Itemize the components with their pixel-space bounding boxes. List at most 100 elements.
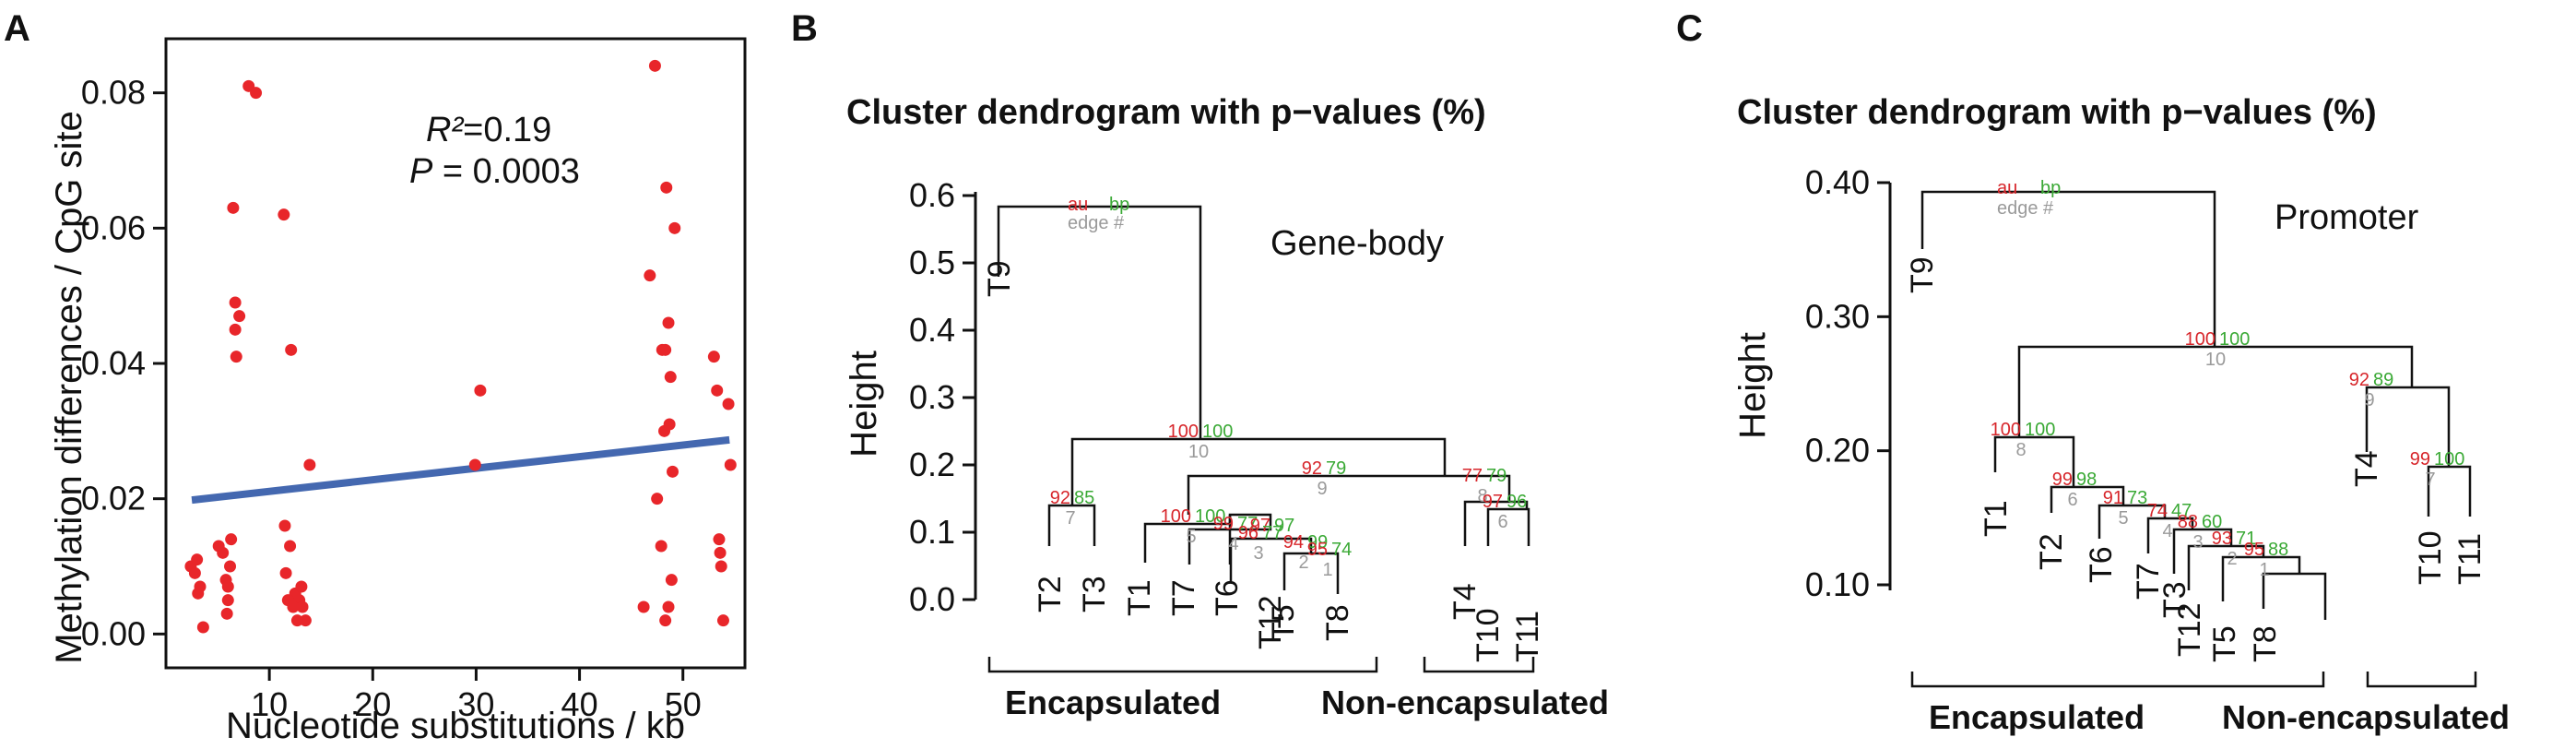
bp-value-b: 85 [1074, 488, 1094, 508]
legend-bp-c: bp [2040, 178, 2061, 198]
leaf-label-b: T7 [1166, 579, 1201, 616]
data-point [713, 533, 726, 546]
x-tick-label-a: 10 [251, 685, 288, 723]
branch-c-2 [2187, 544, 2265, 590]
bp-value-c: 73 [2127, 488, 2147, 508]
edge-number-b: 8 [1477, 486, 1487, 506]
edge-number-b: 1 [1322, 560, 1332, 580]
edge-number-c: 9 [2364, 390, 2374, 410]
bp-value-b: 96 [1507, 492, 1527, 512]
bracket-non-encapsulated-b [1423, 657, 1535, 673]
group-encapsulated-b: Encapsulated [1005, 684, 1221, 721]
y-tick-label-a: 0.06 [81, 208, 146, 246]
edge-number-c: 7 [2425, 470, 2435, 490]
au-value-b: 94 [1283, 532, 1304, 553]
x-tick-label-a: 20 [354, 685, 391, 723]
au-value-c: 100 [2185, 329, 2216, 350]
title-b: Cluster dendrogram with p−values (%) [846, 93, 1486, 132]
group-non-encapsulated-b: Non-encapsulated [1321, 684, 1609, 721]
data-point [665, 574, 678, 587]
data-point [468, 458, 481, 471]
y-tick-label-b: 0.0 [909, 580, 955, 618]
y-tick-label-c: 0.30 [1805, 297, 1870, 335]
y-axis-c: 0.100.200.300.40 [1805, 163, 1890, 603]
data-point [229, 323, 242, 336]
panel-c: C Cluster dendrogram with p−values (%) P… [1676, 8, 2510, 736]
bp-value-b: 74 [1331, 540, 1352, 560]
y-tick-label-a: 0.04 [81, 344, 146, 382]
leaf-label-b: T2 [1033, 576, 1068, 612]
au-value-b: 77 [1462, 466, 1483, 486]
edge-number-b: 7 [1065, 508, 1075, 529]
legend-bp-b: bp [1109, 195, 1129, 215]
data-point [225, 533, 238, 546]
bp-value-b: 77 [1262, 523, 1282, 543]
y-tick-label-c: 0.10 [1805, 565, 1870, 603]
branch-c-3 [2172, 528, 2233, 574]
y-tick-label-a: 0.02 [81, 480, 146, 517]
au-value-b: 97 [1483, 492, 1503, 512]
edge-number-b: 4 [1228, 534, 1238, 554]
branch-c-root [1920, 190, 2216, 347]
au-value-b: 92 [1050, 488, 1070, 508]
y-axis-label-c: Height [1732, 332, 1773, 439]
leaf-label-c: T2 [2034, 533, 2069, 570]
y-tick-label-c: 0.40 [1805, 163, 1870, 201]
x-axis-label-a: Nucleotide substitutions / kb [226, 706, 685, 746]
r2-label: R² [426, 111, 464, 149]
data-point [278, 208, 290, 221]
au-value-b: 95 [1307, 540, 1328, 560]
bracket-non-encapsulated-c [2366, 672, 2477, 688]
panel-letter-b: B [791, 8, 818, 49]
leaf-label-c: T3 [2157, 581, 2192, 618]
au-value-b: 100 [1161, 506, 1191, 527]
au-value-c: 99 [2052, 470, 2073, 490]
leaf-label-b: T12 [1253, 595, 1288, 649]
edge-number-c: 1 [2259, 560, 2269, 580]
bp-value-c: 88 [2268, 540, 2288, 560]
leaf-label-b: T4 [1448, 583, 1483, 620]
data-point [230, 351, 242, 363]
data-point [229, 296, 242, 309]
data-point [290, 614, 303, 627]
bp-value-c: 100 [2434, 449, 2464, 470]
y-tick-label-b: 0.6 [909, 176, 955, 214]
dendrogram-branches-c [1920, 190, 2472, 620]
data-point [651, 493, 664, 505]
legend-b: au bp edge # [1068, 195, 1129, 233]
region-label-b: Gene-body [1270, 224, 1444, 263]
y-tick-label-a: 0.08 [81, 74, 146, 112]
branch-b-6 [1486, 507, 1530, 546]
scatter-points [184, 59, 737, 634]
leaf-label-c: T6 [2084, 546, 2119, 583]
au-value-b: 99 [1213, 514, 1234, 534]
data-point [714, 546, 727, 559]
data-point [644, 269, 656, 282]
au-value-c: 74 [2147, 501, 2168, 521]
data-point [287, 600, 300, 613]
p-label: P [409, 152, 433, 191]
branch-b-3 [1188, 517, 1272, 565]
leaf-label-c: T12 [2172, 602, 2207, 657]
bp-value-c: 89 [2373, 370, 2393, 390]
leaf-label-b: T5 [1266, 604, 1301, 641]
data-point [285, 343, 298, 356]
bp-value-c: 47 [2171, 501, 2192, 521]
au-value-b: 92 [1302, 458, 1322, 479]
data-point [188, 566, 201, 579]
data-point [659, 343, 672, 356]
branch-c-1 [2221, 555, 2301, 601]
data-point [707, 351, 720, 363]
regression-line [191, 435, 730, 505]
au-value-c: 88 [2178, 512, 2198, 532]
data-point [217, 546, 230, 559]
edge-number-b: 2 [1298, 553, 1308, 573]
region-label-c: Promoter [2275, 198, 2419, 237]
y-tick-label-b: 0.3 [909, 378, 955, 416]
data-point [711, 384, 724, 397]
data-point [655, 540, 668, 553]
bp-value-b: 77 [1237, 514, 1258, 534]
